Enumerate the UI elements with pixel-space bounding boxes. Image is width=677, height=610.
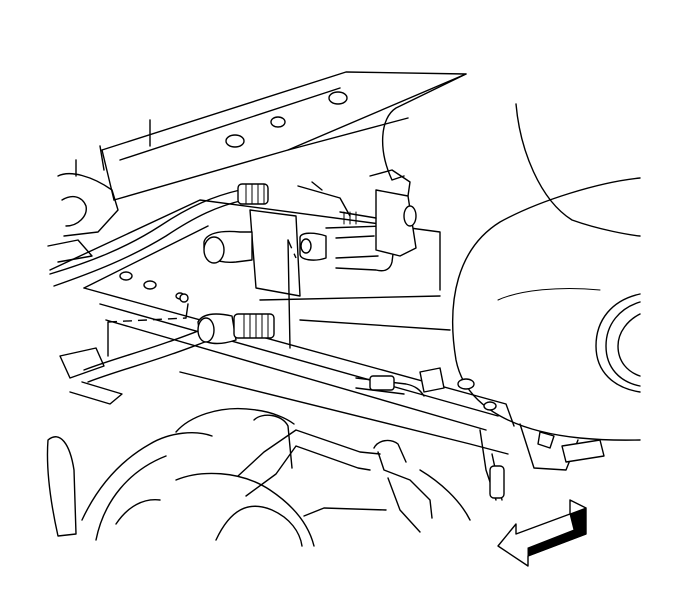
rail-hole — [225, 134, 245, 148]
fuel-tube-upper — [49, 183, 269, 287]
fuel-tank — [382, 73, 641, 441]
hanger-stud — [489, 465, 505, 499]
direction-arrow-icon — [497, 499, 587, 567]
upper-frame-rail — [101, 71, 467, 201]
rail-hole — [328, 91, 348, 105]
filter-block — [203, 169, 417, 297]
outlet-port — [203, 236, 225, 264]
crossmember-hole — [483, 401, 497, 411]
left-bracket — [47, 145, 123, 405]
right-tube-clip — [355, 367, 605, 501]
crossmember-hole — [457, 378, 475, 390]
fuel-tube-lower — [83, 313, 275, 383]
bracket-bolt — [403, 205, 417, 227]
leader-lines — [107, 239, 297, 357]
crossmember-hole — [143, 280, 157, 290]
rail-hole — [270, 116, 286, 128]
crossmember-hole — [119, 271, 133, 281]
lower-suspension — [46, 407, 471, 547]
